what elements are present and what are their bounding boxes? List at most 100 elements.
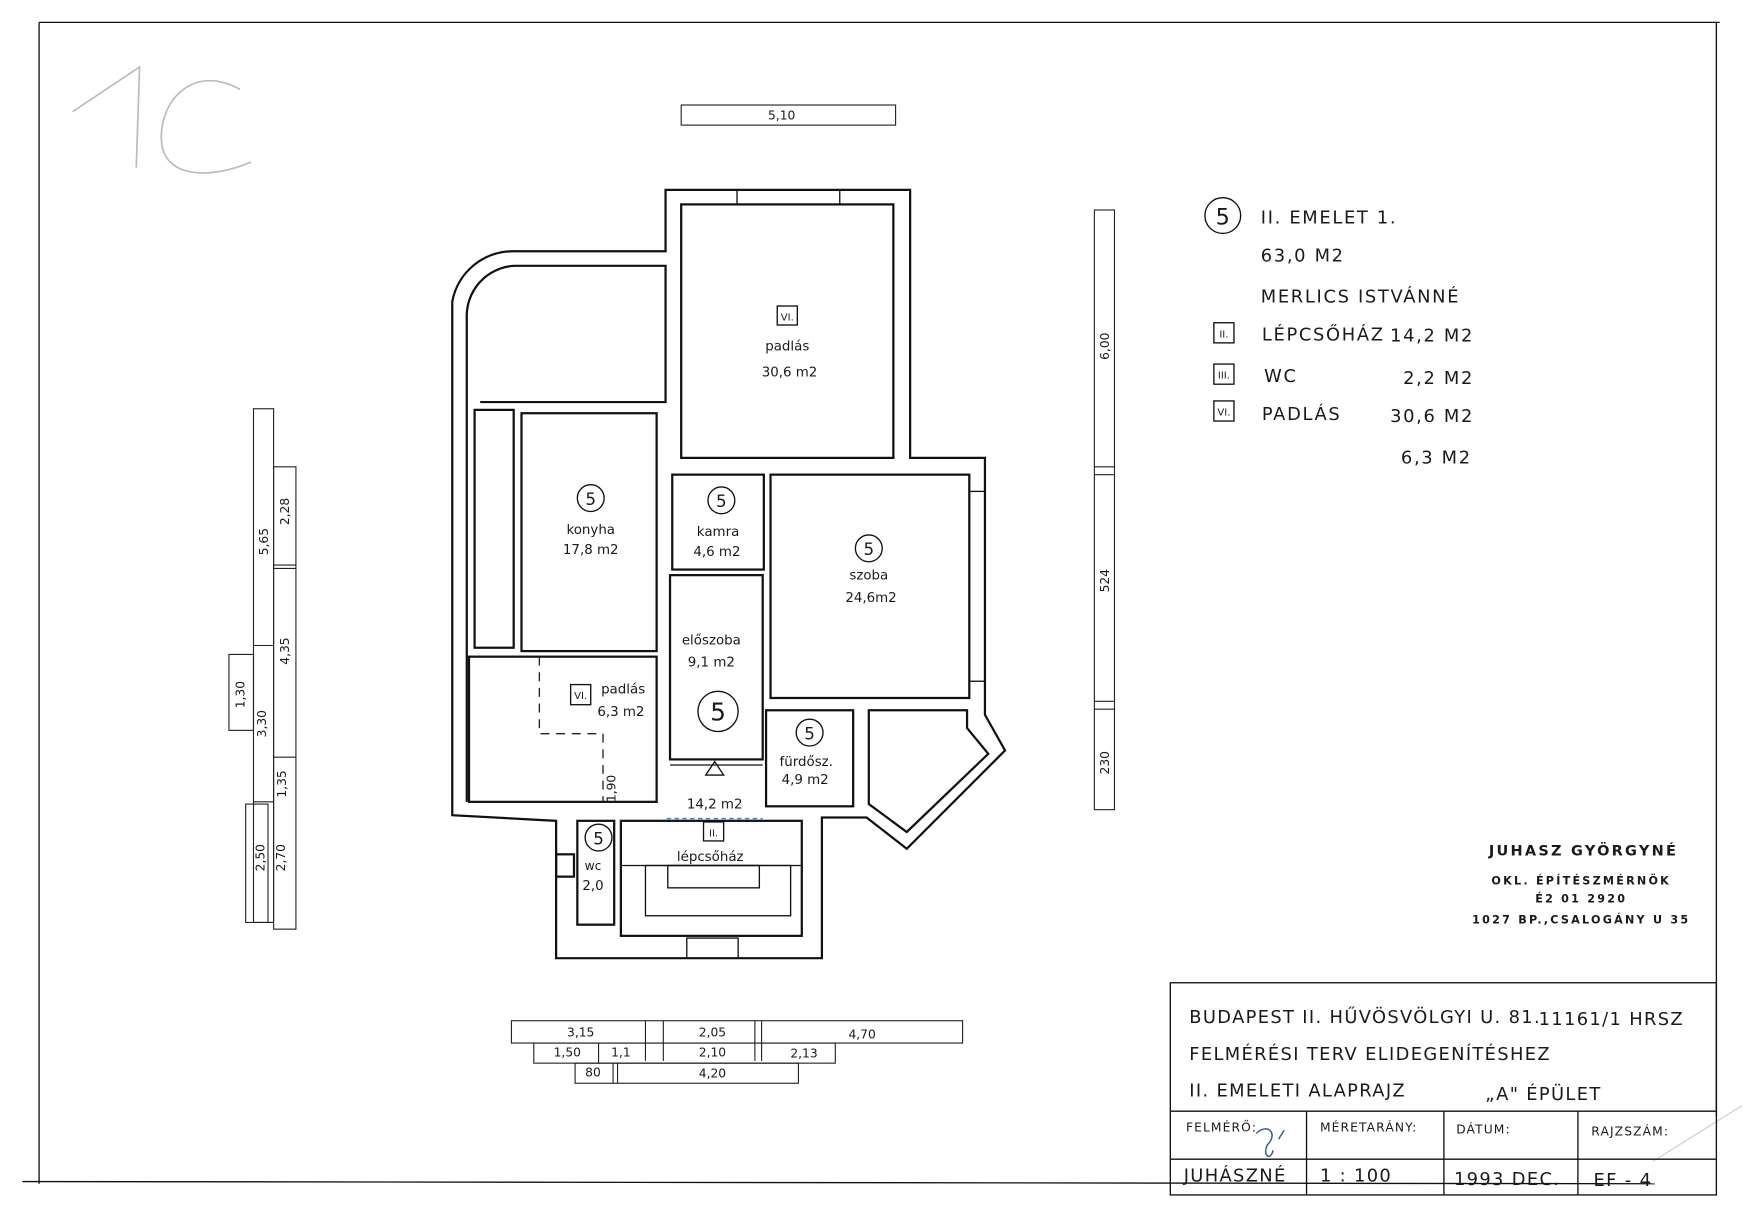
legend-name: LÉPCSŐHÁZ (1262, 324, 1385, 346)
dimension-label: 1,50 (554, 1045, 581, 1059)
dimension-label: 4,20 (699, 1067, 726, 1081)
room-kamra: 5 kamra 4,6 m2 (693, 486, 740, 560)
legend-title: II. EMELET 1. (1261, 207, 1398, 228)
dimension-label: 2,28 (278, 498, 292, 525)
legend-area: 30,6 M2 (1390, 406, 1474, 427)
unit-symbol: 5 (716, 491, 727, 511)
room-eloszoba: előszoba 9,1 m2 5 (682, 632, 741, 733)
surveyor-signature (1255, 1128, 1285, 1158)
room-konyha: 5 konyha 17,8 m2 (563, 484, 619, 558)
stamp-address: 1027 BP.,CSALOGÁNY U 35 (1472, 914, 1690, 927)
title-block: BUDAPEST II. HŰVÖSVÖLGYI U. 81. 11161/1 … (1169, 982, 1718, 1196)
room-code: VI. (574, 691, 587, 702)
legend-area: 2,2 M2 (1403, 368, 1474, 389)
surveyor-label: FELMÉRŐ: (1186, 1119, 1257, 1134)
dimension-label: 230 (1098, 751, 1112, 774)
unit-symbol: 5 (863, 539, 874, 559)
unit-legend: 5 II. EMELET 1. 63,0 M2 MERLICS ISTVÁNNÉ… (1204, 197, 1474, 468)
room-furdo: 5 fürdősz. 4,9 m2 (780, 718, 833, 788)
legend-code: III. (1218, 371, 1230, 382)
legend-owner: MERLICS ISTVÁNNÉ (1261, 286, 1460, 308)
stamp-license: É2 01 2920 (1535, 892, 1627, 905)
stamp-title: OKL. ÉPÍTÉSZMÉRNÖK (1491, 873, 1671, 887)
room-area: 9,1 m2 (688, 656, 735, 671)
scale-label: MÉRETARÁNY: (1320, 1119, 1417, 1134)
dimension-right: 6,00 524 230 (1093, 209, 1116, 811)
room-lepcsohaz: 14,2 m2 II. lépcsőház (677, 798, 744, 865)
title-address: BUDAPEST II. HŰVÖSVÖLGYI U. 81. (1189, 1006, 1541, 1028)
legend-name: PADLÁS (1262, 403, 1342, 425)
architect-stamp: JUHASZ GYÖRGYNÉ OKL. ÉPÍTÉSZMÉRNÖK É2 01… (1472, 841, 1690, 927)
legend-code: VI. (1217, 407, 1230, 418)
date: 1993 DEC. (1454, 1169, 1560, 1190)
legend-area: 14,2 M2 (1390, 326, 1474, 347)
room-area: 4,6 m2 (693, 545, 740, 560)
room-name: szoba (849, 569, 888, 584)
room-area: 24,6m2 (845, 591, 896, 606)
dimension-label: 524 (1098, 569, 1112, 593)
room-name: konyha (566, 523, 615, 538)
dimension-bottom: 3,15 2,05 4,70 1,50 1,1 2,10 2,13 80 4,2… (510, 1020, 964, 1084)
room-area: 30,6 m2 (762, 365, 818, 380)
building-walls (451, 188, 1007, 960)
dimension-label: 2,50 (254, 844, 268, 871)
room-area: 2,0 (582, 879, 603, 894)
title-purpose: FELMÉRÉSI TERV ELIDEGENÍTÉSHEZ (1189, 1043, 1551, 1065)
unit-symbol: 5 (804, 723, 815, 743)
legend-item: VI. PADLÁS 30,6 M2 (1213, 400, 1474, 427)
dimension-label: 5,10 (768, 109, 795, 123)
dimension-label: 1,1 (611, 1045, 631, 1059)
surveyor: JUHÁSZNÉ (1183, 1165, 1287, 1187)
title-hrsz: 11161/1 HRSZ (1539, 1009, 1684, 1030)
scale: 1 : 100 (1320, 1166, 1392, 1187)
drawing-no: EF - 4 (1594, 1170, 1653, 1191)
room-wc: 5 wc 2,0 (582, 823, 613, 894)
room-area: 14,2 m2 (687, 798, 743, 813)
date-label: DÁTUM: (1456, 1122, 1511, 1137)
dimension-label: 1,30 (234, 681, 248, 708)
unit-symbol: 5 (585, 489, 596, 509)
unit-symbol: 5 (710, 697, 726, 726)
title-drawing: II. EMELETI ALAPRAJZ (1189, 1081, 1406, 1102)
room-name: padlás (601, 682, 645, 698)
dimension-label: 4,70 (848, 1028, 875, 1042)
dimension-left: 5,65 2,28 4,35 1,30 3,30 1,35 2,50 2,70 (228, 408, 297, 930)
room-code: II. (709, 828, 718, 839)
dimension-label: 6,00 (1098, 333, 1112, 360)
dimension-label: 5,65 (257, 528, 271, 555)
room-code: VI. (781, 313, 794, 324)
room-name: wc (585, 859, 602, 873)
legend-code: II. (1219, 329, 1228, 340)
legend-extra-area: 6,3 M2 (1401, 447, 1472, 468)
dimension-top: 5,10 (680, 104, 897, 126)
legend-item: III. WC 2,2 M2 (1213, 363, 1474, 389)
room-padlas-small: VI. padlás 6,3 m2 1,90 (569, 682, 645, 802)
room-padlas-top: VI. padlás 30,6 m2 (762, 305, 818, 380)
dimension-label: 1,35 (275, 770, 289, 797)
title-building: „A" ÉPÜLET (1485, 1083, 1601, 1105)
room-name: kamra (697, 525, 739, 540)
room-area: 17,8 m2 (563, 543, 619, 558)
dimension-label: 3,30 (255, 710, 269, 737)
room-name: fürdősz. (780, 754, 833, 770)
room-area: 4,9 m2 (782, 773, 829, 788)
legend-area: 63,0 M2 (1261, 245, 1345, 266)
legend-name: WC (1264, 366, 1297, 387)
dimension-label: 2,13 (790, 1047, 817, 1061)
dimension-label: 4,35 (278, 637, 292, 664)
room-szoba: 5 szoba 24,6m2 (845, 534, 897, 606)
unit-symbol: 5 (1216, 205, 1230, 231)
sheet-border (22, 21, 1743, 1185)
room-name: lépcsőház (677, 849, 744, 865)
legend-item: II. LÉPCSŐHÁZ 14,2 M2 (1213, 322, 1474, 347)
unit-symbol: 5 (593, 828, 604, 848)
pencil-sheet-mark (72, 65, 252, 174)
dimension-label: 3,15 (567, 1025, 594, 1039)
stamp-name: JUHASZ GYÖRGYNÉ (1488, 841, 1678, 859)
drawing-no-label: RAJZSZÁM: (1591, 1124, 1669, 1139)
dimension-label: 2,70 (274, 844, 288, 871)
room-name: padlás (765, 339, 809, 355)
dimension-label: 1,90 (604, 775, 618, 802)
dimension-label: 2,05 (699, 1025, 726, 1039)
